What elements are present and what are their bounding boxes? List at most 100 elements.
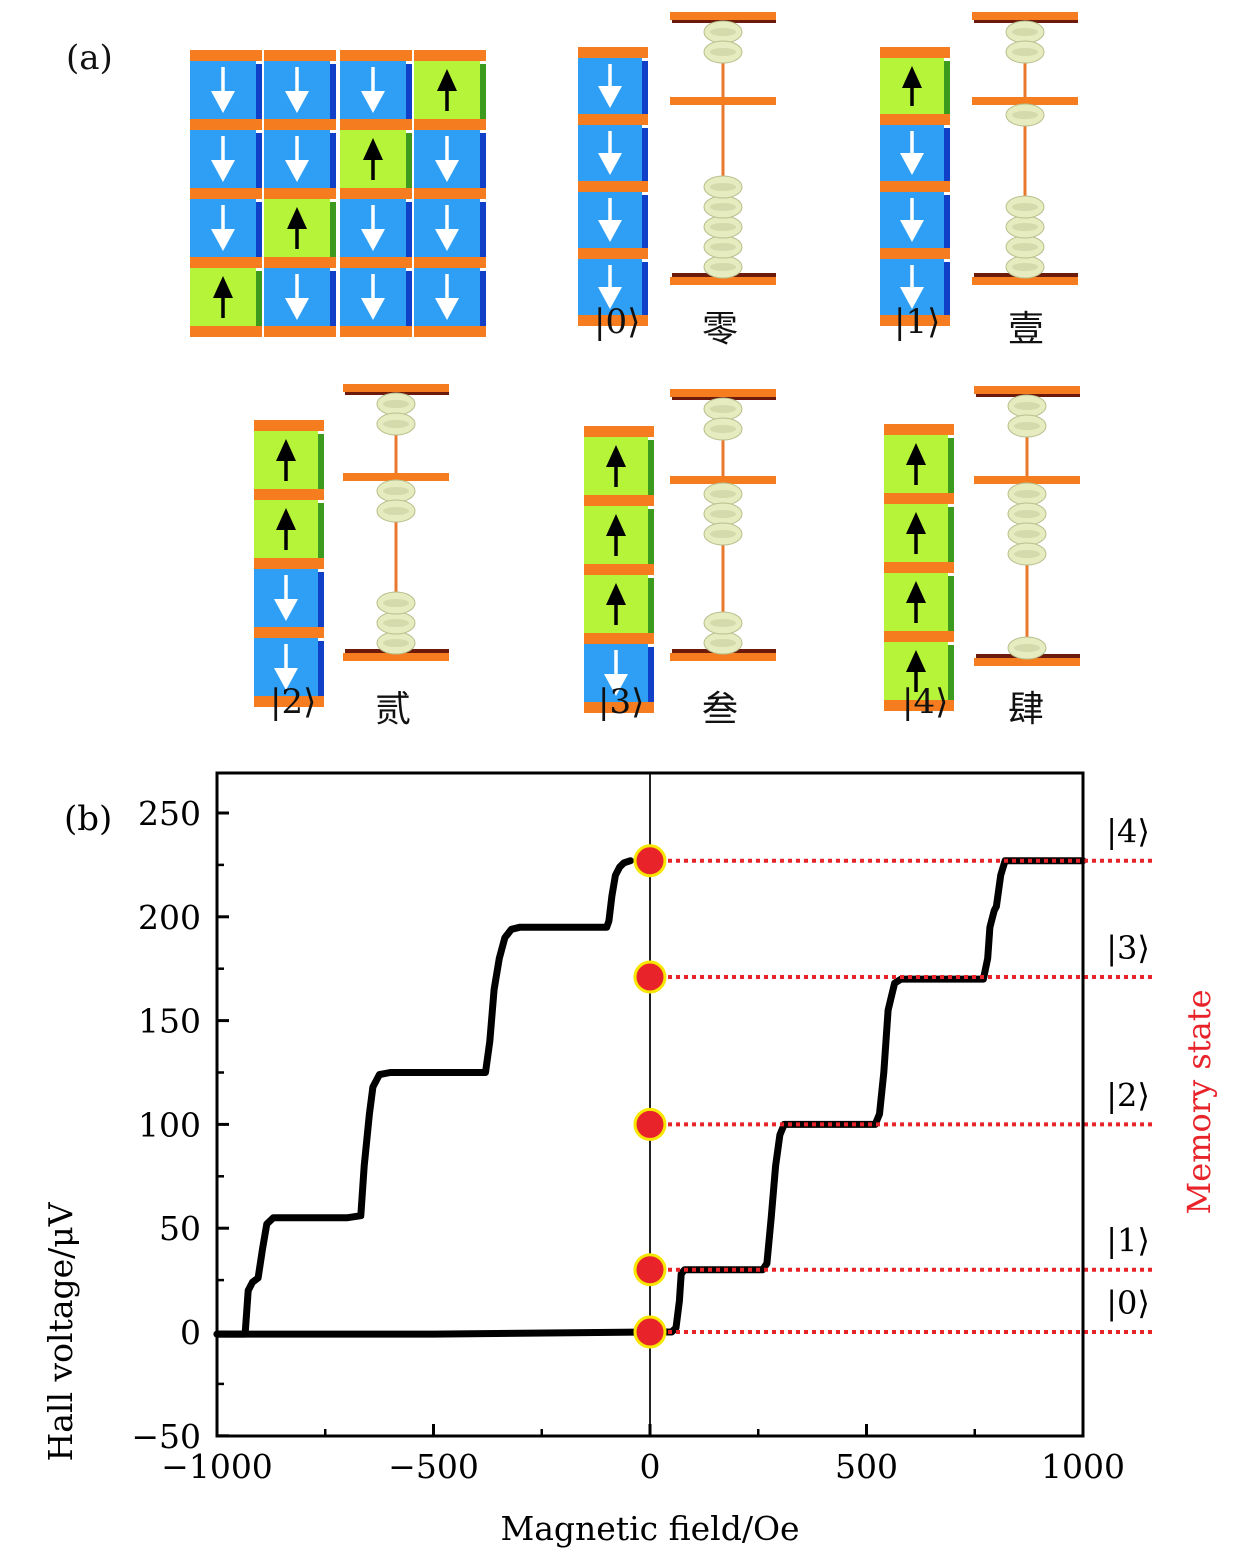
state-block-3 xyxy=(584,389,776,713)
abacus-bead xyxy=(703,175,743,199)
separator xyxy=(880,47,950,58)
cell-side xyxy=(256,64,262,122)
bead-groove xyxy=(1014,422,1040,430)
spin-cell-up xyxy=(884,435,954,496)
spin-down-arrow-icon xyxy=(598,86,622,108)
spin-cell-up xyxy=(884,642,954,703)
spin-down-arrow-icon xyxy=(211,229,235,251)
state-ket-1: |1⟩ xyxy=(894,302,941,342)
bead-groove xyxy=(383,639,409,647)
abacus-top-bar xyxy=(972,12,1078,20)
state-block-0 xyxy=(578,12,776,326)
state-hanzi-4: 肆 xyxy=(1008,689,1045,730)
bead-groove xyxy=(383,619,409,627)
spin-cell-down xyxy=(254,638,324,699)
spin-down-arrow-icon xyxy=(900,287,924,309)
separator xyxy=(264,326,336,337)
cell-side xyxy=(648,509,654,567)
separator xyxy=(584,426,654,437)
bead-groove xyxy=(1014,510,1040,518)
bead-groove xyxy=(1014,644,1040,652)
spin-cell-down xyxy=(264,130,336,191)
spin-up-arrow-icon xyxy=(276,508,296,530)
cell-side xyxy=(642,195,648,251)
cell-side xyxy=(480,133,486,191)
separator xyxy=(578,114,648,125)
state-hanzi-0: 零 xyxy=(702,309,739,350)
spin-cell-up xyxy=(414,61,486,122)
spin-cell-down xyxy=(264,268,336,329)
abacus-bead xyxy=(703,20,743,44)
abacus-bead xyxy=(1007,394,1047,418)
abacus-1 xyxy=(972,12,1078,285)
spin-cell-down xyxy=(414,268,486,329)
bead-groove xyxy=(710,203,736,211)
bead-groove xyxy=(1012,243,1038,251)
abacus-bead xyxy=(1005,20,1045,44)
x-axis-label: Magnetic field/Oe xyxy=(500,1509,799,1548)
y2-axis-label: Memory state xyxy=(1180,989,1218,1214)
spin-up-arrow-icon xyxy=(363,138,383,160)
x-tick-label: 0 xyxy=(640,1447,661,1486)
separator xyxy=(578,181,648,192)
spin-down-arrow-icon xyxy=(435,160,459,182)
abacus-bottom-bar xyxy=(670,653,776,661)
cell-side xyxy=(480,64,486,122)
bead-groove xyxy=(710,490,736,498)
spin-stack-3 xyxy=(584,426,654,713)
cell-side xyxy=(480,202,486,260)
separator xyxy=(340,257,412,268)
spin-cell-down xyxy=(414,199,486,260)
bead-groove xyxy=(383,487,409,495)
spin-cell-up xyxy=(190,268,262,329)
memory-state-marker-4 xyxy=(633,844,667,878)
spin-down-arrow-icon xyxy=(900,153,924,175)
spin-stack-0 xyxy=(578,47,648,326)
spin-cell-down xyxy=(578,125,648,184)
separator xyxy=(264,50,336,61)
bead-groove xyxy=(1012,111,1038,119)
memory-state-label-0: |0⟩ xyxy=(1106,1284,1150,1322)
spin-down-arrow-icon xyxy=(598,220,622,242)
separator xyxy=(190,50,262,61)
cell-side xyxy=(256,271,262,329)
cell-side xyxy=(318,434,324,492)
cell-side xyxy=(330,271,336,329)
separator xyxy=(190,326,262,337)
spin-cell-down xyxy=(254,569,324,630)
separator xyxy=(884,424,954,435)
separator xyxy=(190,119,262,130)
hysteresis-curve-1 xyxy=(213,857,1087,1338)
abacus-middle-bar xyxy=(670,476,776,484)
separator xyxy=(264,257,336,268)
spin-down-arrow-icon xyxy=(285,298,309,320)
separator xyxy=(880,181,950,192)
y-tick-label: 100 xyxy=(138,1105,201,1144)
y-tick-label: 0 xyxy=(180,1313,201,1352)
cell-side xyxy=(318,503,324,561)
state-block-4 xyxy=(884,386,1080,711)
cell-side xyxy=(948,645,954,703)
spin-down-arrow-icon xyxy=(900,220,924,242)
separator xyxy=(578,315,648,326)
abacus-bead xyxy=(1007,414,1047,438)
abacus-bead xyxy=(1007,522,1047,546)
y-tick-label: 150 xyxy=(138,1002,201,1041)
abacus-top-bar xyxy=(343,384,449,392)
spin-cell-up xyxy=(254,500,324,561)
separator xyxy=(264,188,336,199)
y-axis-label: Hall voltage/μV xyxy=(41,1201,80,1461)
separator xyxy=(190,257,262,268)
spin-cell-down xyxy=(340,61,412,122)
separator xyxy=(414,50,486,61)
spin-up-arrow-icon xyxy=(906,512,926,534)
spin-stack-1 xyxy=(880,47,950,326)
plot-area: |0⟩|1⟩|2⟩|3⟩|4⟩ xyxy=(213,771,1156,1438)
separator xyxy=(578,47,648,58)
abacus-middle-bar xyxy=(670,97,776,105)
abacus-bead xyxy=(1005,40,1045,64)
separator xyxy=(884,700,954,711)
spin-cell-down xyxy=(340,268,412,329)
separator xyxy=(254,558,324,569)
